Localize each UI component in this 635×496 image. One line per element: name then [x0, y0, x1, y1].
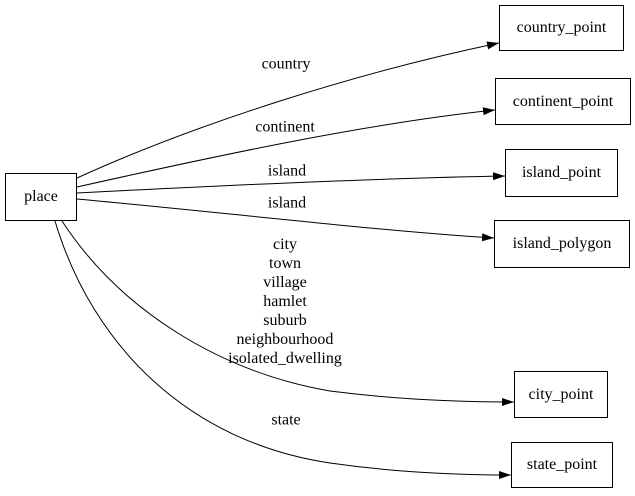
edge-place-city-point: [61, 220, 515, 406]
edge-place-continent-point: [76, 107, 496, 188]
edge-label-isolated-dwelling-line: isolated_dwelling: [228, 350, 342, 367]
node-island-point-label: island_point: [521, 164, 602, 181]
edge-place-island-polygon: [76, 198, 495, 242]
edge-label-neighbourhood-line: neighbourhood: [236, 331, 334, 348]
node-island-point: island_point: [505, 149, 618, 197]
node-country-point: country_point: [499, 5, 624, 51]
edge-label-city-point: city town village hamlet suburb neighbou…: [228, 235, 342, 368]
edge-place-state-point: [54, 220, 512, 479]
edge-label-hamlet-line: hamlet: [263, 293, 307, 310]
node-city-point: city_point: [514, 371, 608, 418]
edge-label-continent: continent: [255, 118, 315, 136]
node-state-point-label: state_point: [526, 456, 598, 473]
edge-place-country-point: [76, 41, 500, 179]
node-state-point: state_point: [511, 442, 613, 488]
node-island-polygon-label: island_polygon: [512, 235, 612, 252]
node-place: place: [5, 173, 77, 221]
edge-label-country: country: [261, 55, 311, 73]
edge-label-suburb-line: suburb: [263, 312, 307, 329]
edge-place-island-point: [76, 172, 506, 194]
node-country-point-label: country_point: [516, 19, 607, 36]
edge-label-city-line: city: [272, 236, 297, 253]
node-island-polygon: island_polygon: [494, 220, 630, 268]
edge-label-town-line: town: [268, 255, 301, 272]
node-continent-point: continent_point: [495, 78, 631, 125]
node-city-point-label: city_point: [528, 385, 594, 403]
edge-label-island-polygon: island: [267, 194, 307, 212]
edge-label-village-line: village: [263, 274, 307, 291]
edge-label-island-point: island: [267, 162, 307, 180]
node-continent-point-label: continent_point: [512, 92, 614, 110]
edge-label-state: state: [271, 411, 301, 429]
node-place-label: place: [24, 188, 58, 205]
